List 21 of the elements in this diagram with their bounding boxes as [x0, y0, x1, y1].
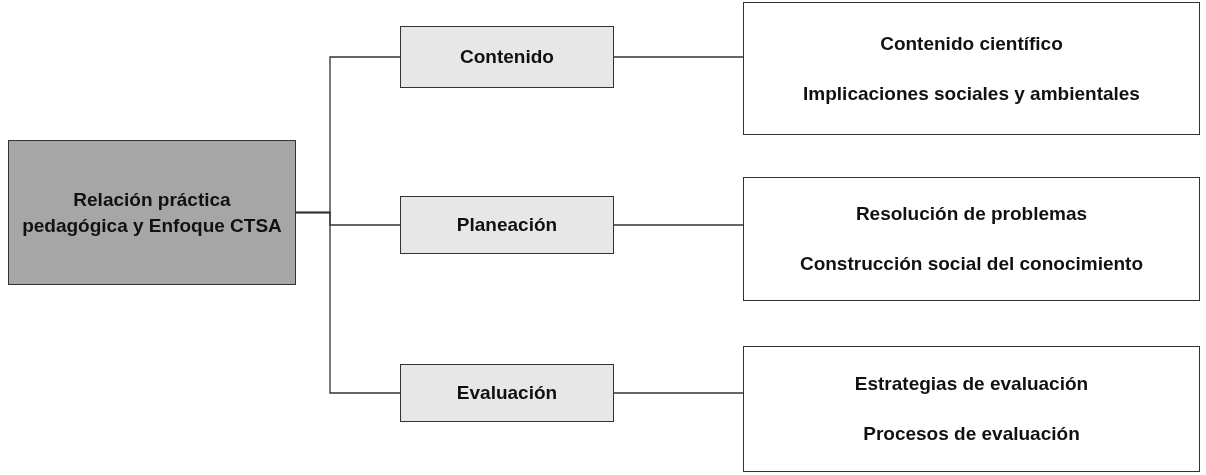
detail-box	[743, 346, 1200, 472]
box-label: Contenido científico	[880, 31, 1063, 56]
box-label: Implicaciones sociales y ambientales	[803, 81, 1140, 106]
connector-line	[613, 392, 744, 394]
connector-line	[295, 211, 401, 394]
detail-box	[743, 2, 1200, 135]
box-label: Contenido	[460, 45, 554, 70]
box-label: Estrategias de evaluación	[854, 372, 1089, 397]
box-label: Construcción social del conocimiento	[799, 252, 1144, 276]
box-label: Relación práctica pedagógica y Enfoque CTSA	[21, 187, 283, 238]
category-box	[400, 364, 614, 422]
connector-line	[613, 224, 744, 226]
box-label: Evaluación	[456, 381, 558, 406]
connector-line	[613, 56, 744, 58]
detail-box	[743, 177, 1200, 301]
box-label: Procesos de evaluación	[863, 422, 1080, 446]
category-box	[400, 196, 614, 254]
root-box	[8, 140, 296, 285]
box-label: Planeación	[456, 213, 558, 238]
box-label: Resolución de problemas	[855, 202, 1088, 227]
category-box	[400, 26, 614, 88]
